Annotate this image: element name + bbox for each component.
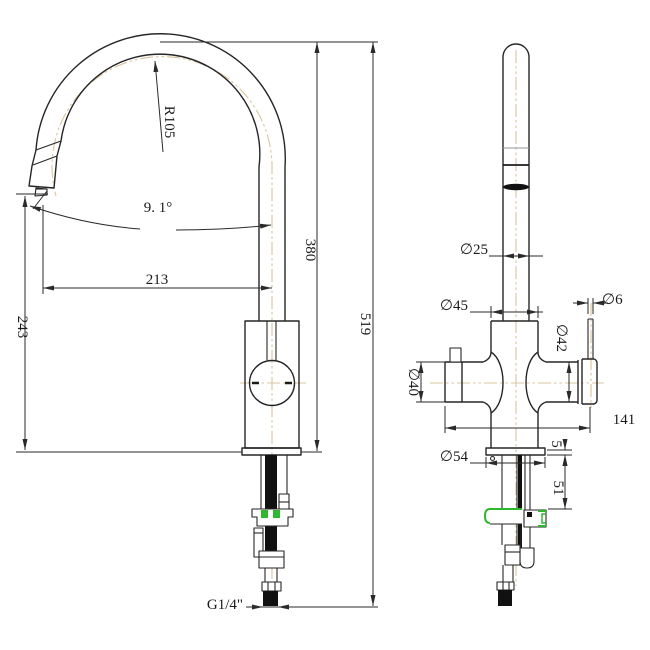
base-flange-front [485,447,546,456]
body-waist-curves [490,351,539,414]
flange-thk-extensions [547,449,572,456]
radius-leader [153,60,164,153]
spout-column [502,43,530,321]
black-hose-front [518,455,522,548]
handle-lever-rod [587,318,594,359]
thread-tip-side [263,591,278,606]
seal-ring-left [261,510,268,518]
width-extensions [444,406,591,433]
shank-tube-front [501,455,518,545]
label-lever-diameter: ∅6 [602,292,623,308]
label-spout-radius: R105 [161,106,177,139]
side-view-centerline [51,56,273,606]
label-tube-diameter: ∅25 [460,242,488,258]
center-hose-block [504,544,521,566]
label-overall-height: 519 [357,313,373,336]
handle-boss-circle [248,359,296,407]
label-body-diameter: ∅45 [440,298,468,314]
lever-slot [266,321,277,360]
dimension-lines [16,41,608,610]
centerlines [51,50,604,606]
hose-nut-side [261,581,282,592]
label-handle-body-diameter: ∅42 [553,324,569,352]
aerator-joint-lines [32,140,62,166]
thread-tip-front [498,590,512,606]
angle-arc-left [29,205,141,230]
label-outlet-height: 243 [14,316,30,339]
mounting-nut-side [251,508,294,527]
side-view [28,33,302,606]
left-cylinder [444,351,492,414]
bracket-clip-green-lines [538,510,546,527]
clip-drop-lines [520,527,531,548]
hose-nut-front [496,581,515,591]
hose-nut-facets [267,582,276,591]
threaded-stud-side [265,455,277,552]
front-view [444,43,598,606]
label-flange-diameter: ∅54 [440,449,469,465]
right-cylinder [537,351,583,414]
label-flange-thickness: 5 [548,440,564,448]
bracket-clip-screw [527,512,532,517]
label-side-body-diameter: ∅40 [405,368,421,396]
label-spout-angle: 9. 1° [144,200,173,216]
bracket-bar-green-edge [483,508,522,524]
hose-tube-side [264,568,278,582]
label-inlet-thread: G1/4" [207,597,243,613]
underdeck-assembly-front [483,455,547,606]
underdeck-assembly-side [251,455,294,606]
handle-cap [582,358,598,405]
left-cylinder-button [449,347,462,363]
right-hose-connector [519,547,535,569]
mounting-bracket-bar [484,508,522,524]
body-sides-upper [490,321,539,352]
label-deck-to-top-height: 380 [302,239,318,262]
label-overall-width: 141 [613,412,636,428]
seal-ring-right [273,510,280,518]
second-tube-front [524,455,531,512]
label-spout-reach: 213 [146,272,169,288]
flange-screw [489,455,496,462]
body-sides-lower [490,413,539,448]
dimension-labels: R105 9. 1° 213 243 380 519 G1/4" ∅25 ∅45… [14,106,635,613]
angle-arc-right [175,223,272,231]
label-shank-length: 51 [550,481,566,496]
bracket-clip-notch [541,513,546,524]
hose-nut-front-facets [502,582,510,590]
lower-tube-front [502,565,514,582]
hose-block-side [258,550,285,569]
outlet-slot [503,183,529,191]
